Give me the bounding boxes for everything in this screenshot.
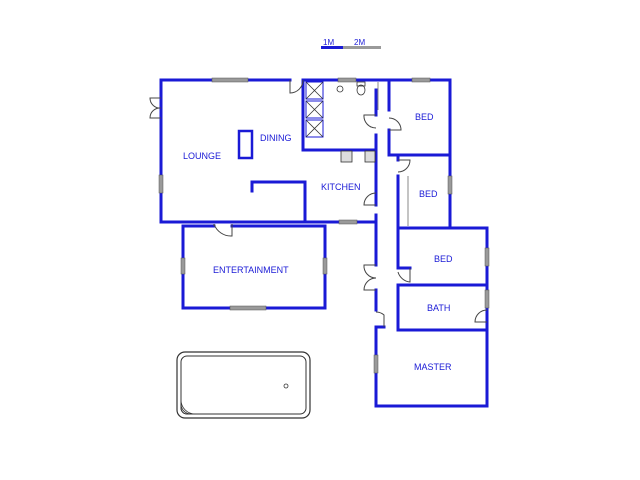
door	[363, 192, 377, 206]
scale-label-2m: 2M	[354, 38, 365, 47]
door	[397, 159, 411, 173]
sink	[336, 85, 344, 93]
fixtures	[176, 81, 376, 419]
door	[363, 277, 377, 291]
window	[180, 257, 186, 275]
dining-table	[237, 129, 254, 160]
window	[484, 289, 490, 309]
window	[484, 247, 490, 267]
room-label-lounge: LOUNGE	[183, 151, 221, 161]
room-label-bed-1: BED	[415, 112, 434, 122]
window	[322, 257, 328, 275]
stove-unit	[305, 100, 324, 119]
room-label-master: MASTER	[414, 362, 452, 372]
pool-drain	[283, 383, 289, 389]
room-labels: LOUNGE DINING KITCHEN ENTERTAINMENT BED …	[183, 112, 453, 372]
walls	[159, 78, 489, 408]
door	[363, 114, 377, 129]
toilet	[356, 84, 366, 96]
room-label-entertainment: ENTERTAINMENT	[213, 265, 289, 275]
windows	[158, 77, 490, 374]
swimming-pool-inner	[180, 355, 307, 415]
room-label-bath: BATH	[427, 303, 450, 313]
hob	[340, 150, 353, 163]
window	[373, 354, 379, 374]
scale-bar: 1M 2M	[321, 38, 381, 49]
door	[397, 268, 411, 283]
door	[474, 309, 488, 323]
window	[337, 77, 357, 83]
window	[158, 174, 164, 194]
door	[213, 223, 233, 237]
stove-unit	[305, 81, 324, 100]
stove-unit	[305, 119, 324, 138]
scale-segment-1m	[321, 46, 343, 49]
door	[149, 97, 162, 109]
swimming-pool	[176, 351, 311, 419]
doors	[149, 79, 488, 327]
room-label-bed-2: BED	[419, 189, 438, 199]
scale-segment-2m	[343, 46, 381, 49]
window	[211, 77, 249, 83]
window	[447, 175, 453, 195]
scale-label-1m: 1M	[323, 38, 334, 47]
door	[375, 311, 385, 327]
door	[363, 264, 377, 279]
door	[289, 79, 304, 94]
appliance	[364, 150, 376, 163]
door	[388, 117, 402, 131]
door	[149, 107, 162, 119]
room-label-kitchen: KITCHEN	[321, 182, 361, 192]
room-label-bed-3: BED	[434, 254, 453, 264]
window	[338, 219, 358, 225]
window	[411, 77, 431, 83]
window	[229, 305, 267, 311]
room-label-dining: DINING	[260, 133, 292, 143]
